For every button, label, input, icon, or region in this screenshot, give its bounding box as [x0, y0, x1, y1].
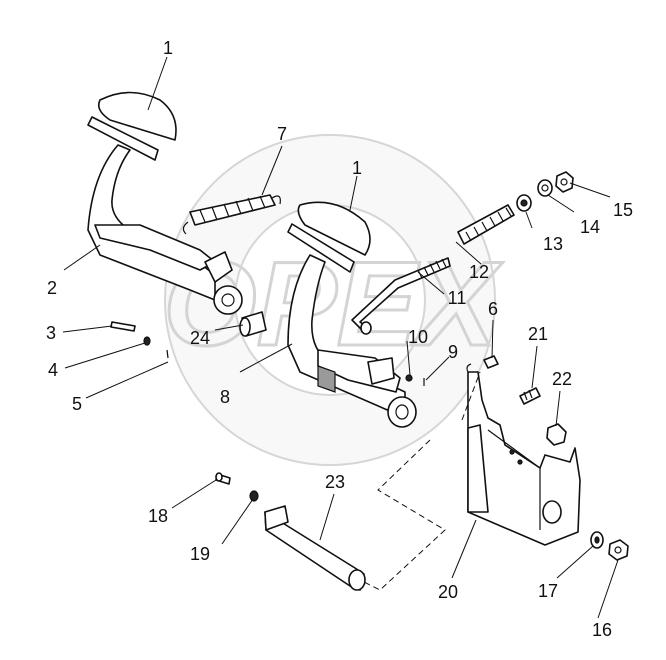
callout-24: 24	[190, 328, 210, 348]
callout-11: 11	[448, 288, 467, 308]
callout-23: 23	[325, 472, 345, 492]
callout-19: 19	[190, 544, 210, 564]
callout-1-left: 1	[163, 38, 173, 58]
pedal-arm-right	[287, 254, 417, 428]
callout-2: 2	[47, 278, 57, 298]
bolt-18	[215, 472, 231, 485]
callout-14: 14	[580, 217, 600, 237]
nut-15	[555, 171, 574, 193]
callout-labels: 1 1 2 3 4 5 6 7 8 9 10 11 12 13 14 15 16…	[46, 38, 633, 640]
assembly-dashed-lines	[363, 371, 481, 591]
callout-1-right: 1	[352, 158, 362, 178]
spring-12	[457, 204, 515, 245]
callout-15: 15	[613, 200, 633, 220]
return-spring-7	[182, 194, 281, 235]
pedal-arm-left	[87, 144, 243, 315]
callout-9: 9	[448, 342, 458, 362]
bolt-6	[483, 355, 499, 369]
pedal-pad-right	[287, 201, 371, 273]
bracket-20	[466, 363, 581, 546]
callout-21: 21	[528, 324, 548, 344]
push-rod-11	[351, 257, 451, 335]
callout-18: 18	[148, 506, 168, 526]
leader-lines	[62, 56, 619, 619]
callout-13: 13	[543, 234, 563, 254]
callout-16: 16	[592, 620, 612, 640]
washer-19	[249, 490, 259, 502]
cotter-5	[166, 349, 169, 359]
callout-4: 4	[48, 360, 58, 380]
pedal-pad-left	[87, 91, 177, 161]
washer-17	[590, 531, 604, 549]
callout-20: 20	[438, 582, 458, 602]
pin-3	[110, 321, 136, 332]
washer-14	[537, 179, 553, 197]
callout-12: 12	[469, 262, 489, 282]
nut-16	[608, 539, 629, 561]
callout-3: 3	[46, 323, 56, 343]
callout-7: 7	[277, 124, 287, 144]
washer-13	[516, 194, 532, 212]
callout-6: 6	[488, 299, 498, 319]
bolt-21	[519, 387, 541, 405]
shaft-23	[264, 505, 366, 591]
callout-5: 5	[72, 394, 82, 414]
bushing-24	[239, 311, 267, 337]
callout-8: 8	[220, 387, 230, 407]
callout-22: 22	[552, 369, 572, 389]
nut-22	[546, 423, 567, 446]
callout-10: 10	[408, 327, 428, 347]
callout-17: 17	[538, 581, 558, 601]
pin-10	[405, 374, 413, 382]
washer-4	[143, 336, 151, 346]
